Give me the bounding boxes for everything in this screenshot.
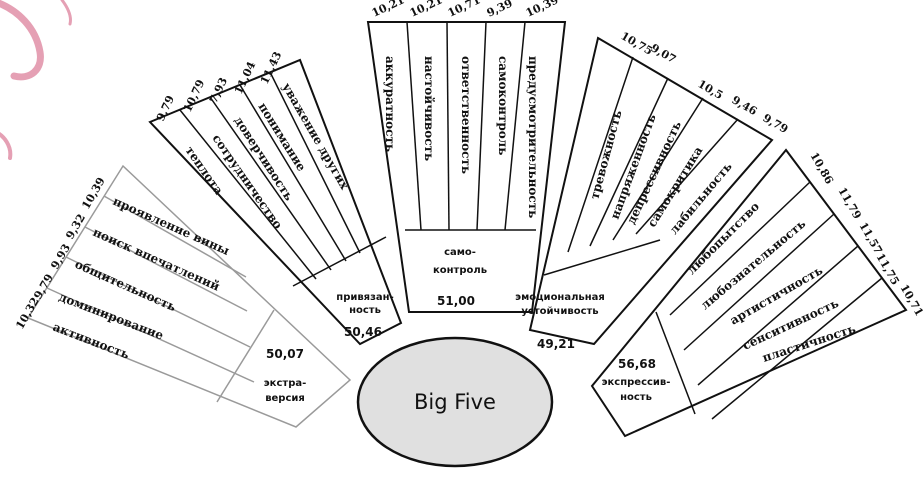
facet-value-expressiveness-1: 10,86: [807, 150, 836, 187]
facet-value-self-control-3: 10,71: [446, 0, 483, 20]
box-outline: [26, 164, 352, 428]
corner-decoration: [0, 0, 72, 160]
facet-label-self-control-5: предусмотрительность: [526, 56, 540, 218]
facet-value-self-control-2: 10,21: [408, 0, 445, 20]
trait-name-line2-attachment: ность: [349, 305, 381, 316]
box-outline: [528, 36, 774, 346]
trait-name-line2-self-control: контроль: [433, 265, 487, 276]
center-label: Big Five: [414, 390, 496, 414]
facet-value-self-control-5: 10,39: [524, 0, 561, 20]
trait-name-line1-attachment: привязан-: [336, 292, 393, 303]
box-outline: [148, 58, 403, 346]
trait-box-extraversion: [26, 164, 352, 428]
trait-name-line1-self-control: само-: [444, 247, 476, 258]
trait-name-line2-extraversion: версия: [265, 393, 305, 404]
trait-score-self-control: 51,00: [437, 294, 475, 308]
facet-label-self-control-2: настойчивость: [422, 56, 436, 161]
facet-value-expressiveness-2: 11,79: [835, 185, 863, 221]
trait-score-attachment: 50,46: [344, 325, 382, 339]
facet-label-self-control-3: ответственность: [459, 56, 473, 174]
trait-name-line1-extraversion: экстра-: [264, 378, 307, 389]
trait-name-line1-expressiveness: экспрессив-: [602, 377, 671, 388]
trait-score-extraversion: 50,07: [266, 347, 304, 361]
trait-score-expressiveness: 56,68: [618, 357, 656, 371]
trait-box-expressiveness: [590, 148, 908, 438]
trait-name-line2-expressiveness: ность: [620, 392, 652, 403]
trait-box-self-control: [366, 21, 567, 313]
trait-box-attachment: [148, 58, 403, 346]
box-outline: [366, 21, 567, 313]
center-ellipse: [356, 336, 554, 468]
facet-value-emotional-stability-4: 9,46: [730, 93, 760, 118]
big-five-center: Big Five: [356, 336, 554, 468]
facet-value-emotional-stability-5: 9,79: [761, 111, 791, 136]
trait-name-line1-emotional-stability: эмоциональная: [515, 292, 605, 303]
facet-label-self-control-4: самоконтроль: [496, 56, 510, 155]
facet-value-self-control-1: 10,21: [370, 0, 407, 20]
trait-score-emotional-stability: 49,21: [537, 337, 575, 351]
trait-box-emotional-stability: [528, 36, 774, 346]
trait-name-line2-emotional-stability: устойчивость: [521, 306, 598, 317]
box-outline: [590, 148, 908, 438]
facet-value-emotional-stability-2: 9,07: [649, 41, 679, 66]
facet-value-self-control-4: 9,39: [485, 0, 515, 20]
facet-label-self-control-1: аккуратность: [383, 56, 397, 152]
